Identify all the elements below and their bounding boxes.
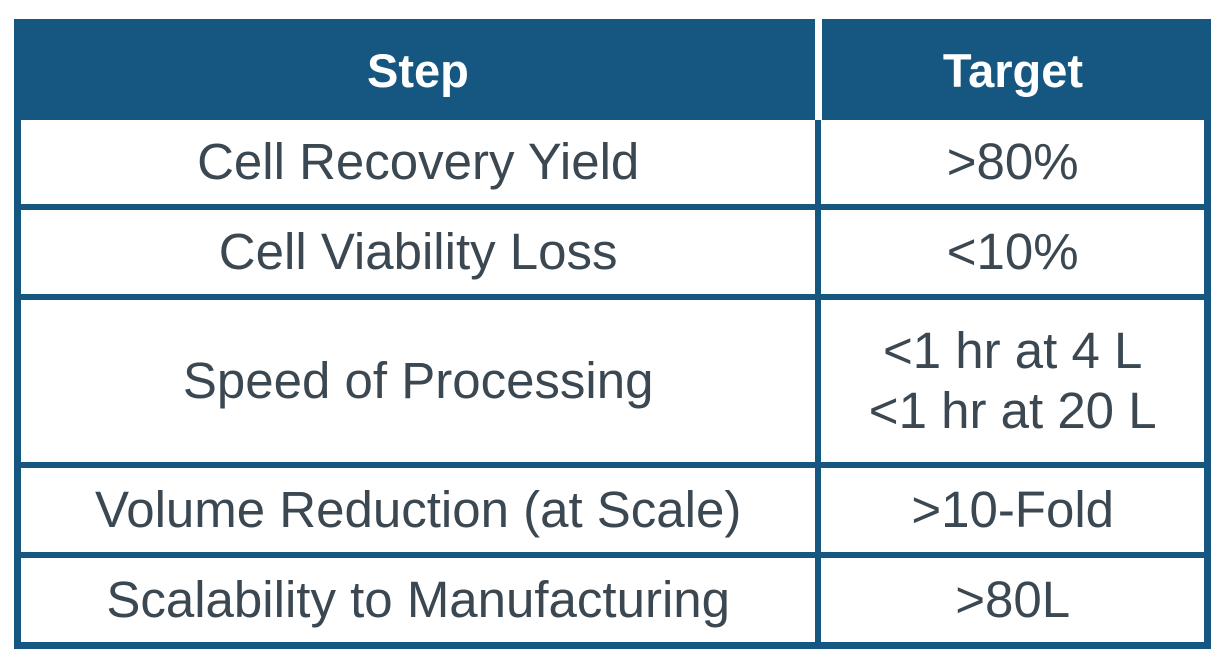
step-cell-cell-recovery-yield: Cell Recovery Yield [14,114,822,210]
table-row: Cell Recovery Yield >80% [14,114,1211,210]
column-header-step: Step [17,22,822,117]
step-cell-scalability-to-manufacturing: Scalability to Manufacturing [14,552,822,649]
column-header-target: Target [818,22,1208,117]
table-row: Cell Viability Loss <10% [14,204,1211,300]
header-row: Step Target [17,22,1208,117]
table-row: Volume Reduction (at Scale) >10-Fold [14,462,1211,558]
target-cell-speed-of-processing: <1 hr at 4 L <1 hr at 20 L [815,294,1211,468]
target-cell-scalability-to-manufacturing: >80L [815,552,1211,649]
table-row: Scalability to Manufacturing >80L [14,552,1211,649]
step-cell-speed-of-processing: Speed of Processing [14,294,822,468]
target-cell-cell-recovery-yield: >80% [815,114,1211,210]
step-cell-volume-reduction: Volume Reduction (at Scale) [14,462,822,558]
targets-table: Step Target Cell Recovery Yield >80% Cel… [14,19,1211,649]
targets-table-container: Step Target Cell Recovery Yield >80% Cel… [14,19,1211,649]
target-cell-volume-reduction: >10-Fold [815,462,1211,558]
target-cell-cell-viability-loss: <10% [815,204,1211,300]
table-row: Speed of Processing <1 hr at 4 L <1 hr a… [14,294,1211,468]
step-cell-cell-viability-loss: Cell Viability Loss [14,204,822,300]
